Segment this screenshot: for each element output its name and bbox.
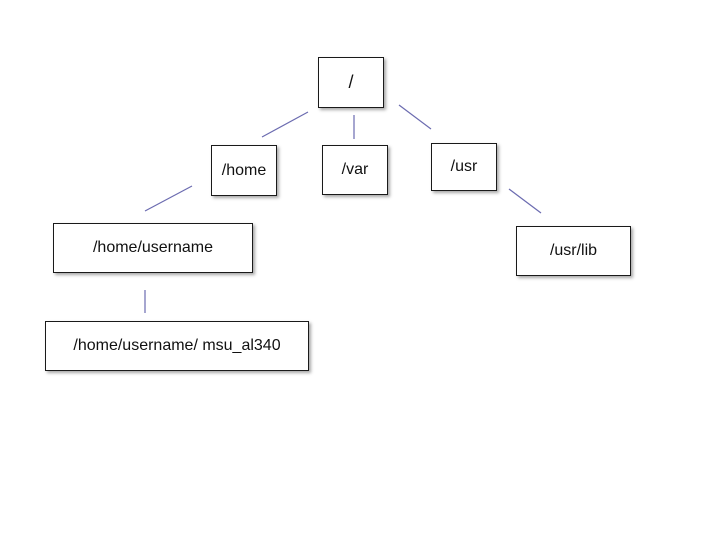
edge-root-home xyxy=(261,111,309,138)
node-home-label: /home xyxy=(221,161,267,179)
node-usr-lib: /usr/lib xyxy=(516,226,631,276)
node-home-username-label: /home/username xyxy=(92,239,214,256)
node-home: /home xyxy=(211,145,277,196)
node-var: /var xyxy=(322,145,388,195)
node-home-username-msu: /home/username/ msu_al340 xyxy=(45,321,309,371)
node-usr: /usr xyxy=(431,143,497,191)
node-usr-lib-label: /usr/lib xyxy=(549,242,598,259)
node-home-username-msu-label: /home/username/ msu_al340 xyxy=(73,337,281,354)
node-var-label: /var xyxy=(341,161,369,178)
edge-usr-usrlib xyxy=(508,188,542,214)
node-home-username: /home/username xyxy=(53,223,253,273)
node-usr-label: /usr xyxy=(450,158,478,175)
edge-root-usr xyxy=(398,104,432,130)
node-root-label: / xyxy=(348,72,354,92)
node-root: / xyxy=(318,57,384,108)
edge-home-username xyxy=(144,185,193,212)
